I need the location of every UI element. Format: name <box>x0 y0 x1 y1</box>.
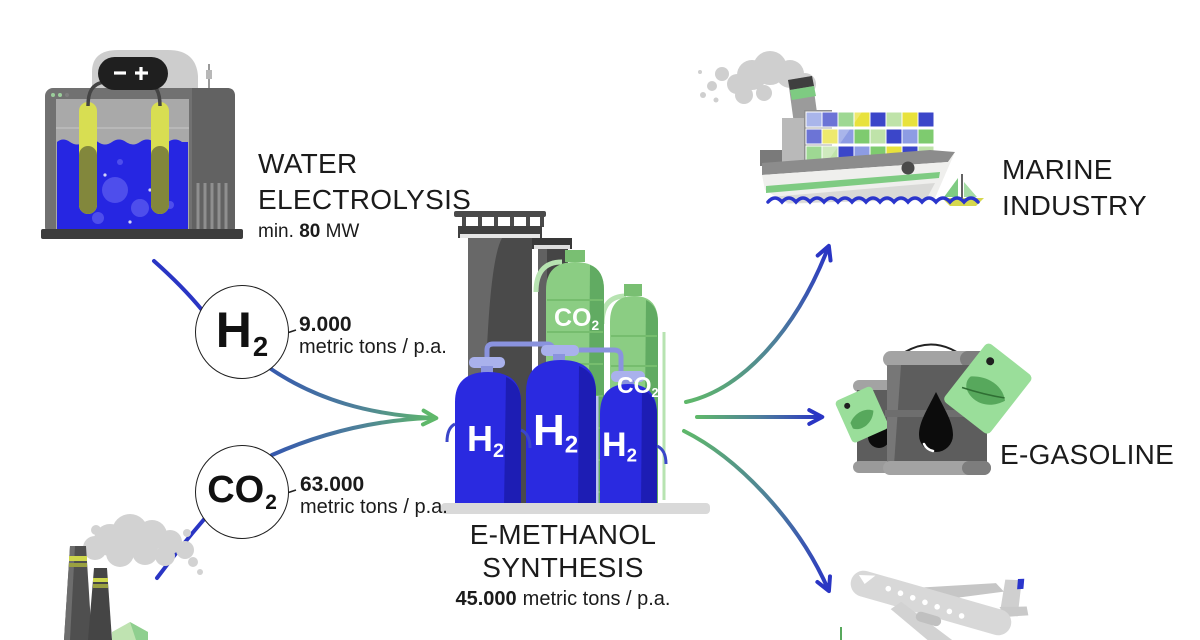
h2-tank-icon <box>455 357 521 506</box>
factory-chimney-icon <box>64 546 112 640</box>
h2-tank-icon <box>526 345 596 506</box>
methanol-plant-icon <box>441 211 710 514</box>
plane-near-wing <box>890 601 966 640</box>
egasoline-label: E-GASOLINE <box>1000 439 1175 470</box>
h2-tank-label: H2 <box>467 418 505 462</box>
marine-industry-label: MARINE INDUSTRY <box>1002 152 1147 224</box>
factory-smoke-icon <box>83 514 203 575</box>
electrolysis-capacity: min. 80 MW <box>258 221 360 242</box>
synthesis-title-line2: SYNTHESIS <box>482 552 644 583</box>
electrolysis-title-line1: WATER <box>258 148 358 179</box>
eco-tag-icon <box>944 343 1032 434</box>
oil-drop-icon <box>919 392 953 452</box>
marine-label-line1: MARINE <box>1002 154 1113 185</box>
eco-tag-icon <box>835 386 889 443</box>
electrolysis-title-line2: ELECTROLYSIS <box>258 184 472 215</box>
h2-amount: 9.000 metric tons / p.a. <box>299 313 447 358</box>
plane-fuselage <box>850 570 1012 636</box>
co2-amount: 63.000 metric tons / p.a. <box>300 473 448 518</box>
arrow-electrolysis-to-h2 <box>152 259 204 312</box>
electrolysis-label: WATER ELECTROLYSIS min. 80 MW <box>258 146 471 243</box>
synthesis-title-line1: E-METHANOL <box>469 519 657 550</box>
callout-ticks <box>286 329 297 494</box>
marine-label-line2: INDUSTRY <box>1002 190 1148 221</box>
arrow-h2-to-plant <box>266 365 439 427</box>
blue-hoses <box>445 422 668 465</box>
co2-tank-label: CO2 <box>554 304 600 334</box>
factory-roof-icon <box>112 622 148 640</box>
arrow-plant-to-aviation <box>682 429 832 594</box>
waves-icon <box>766 196 980 205</box>
water-electrolysis-icon <box>41 50 243 239</box>
h2-node-circle: H2 <box>195 285 289 379</box>
ship-hull-icon <box>762 150 955 204</box>
factory-icon <box>64 514 203 640</box>
plant-platform <box>441 503 710 514</box>
arrow-co2-to-plant <box>270 416 432 457</box>
arrow-plant-to-marine <box>684 243 833 404</box>
co2-tank-label: CO2 <box>617 372 659 400</box>
co2-node-circle: CO2 <box>195 445 289 539</box>
oil-barrels-icon <box>835 343 1032 475</box>
h2-tank-icon <box>600 371 657 506</box>
electrode-icon <box>79 102 169 214</box>
airplane-icon <box>840 570 1029 640</box>
h2-tank-label: H2 <box>533 406 579 459</box>
h2-tank-label: H2 <box>602 426 637 466</box>
container-ship-icon <box>698 51 984 206</box>
battery-icon <box>98 57 168 90</box>
